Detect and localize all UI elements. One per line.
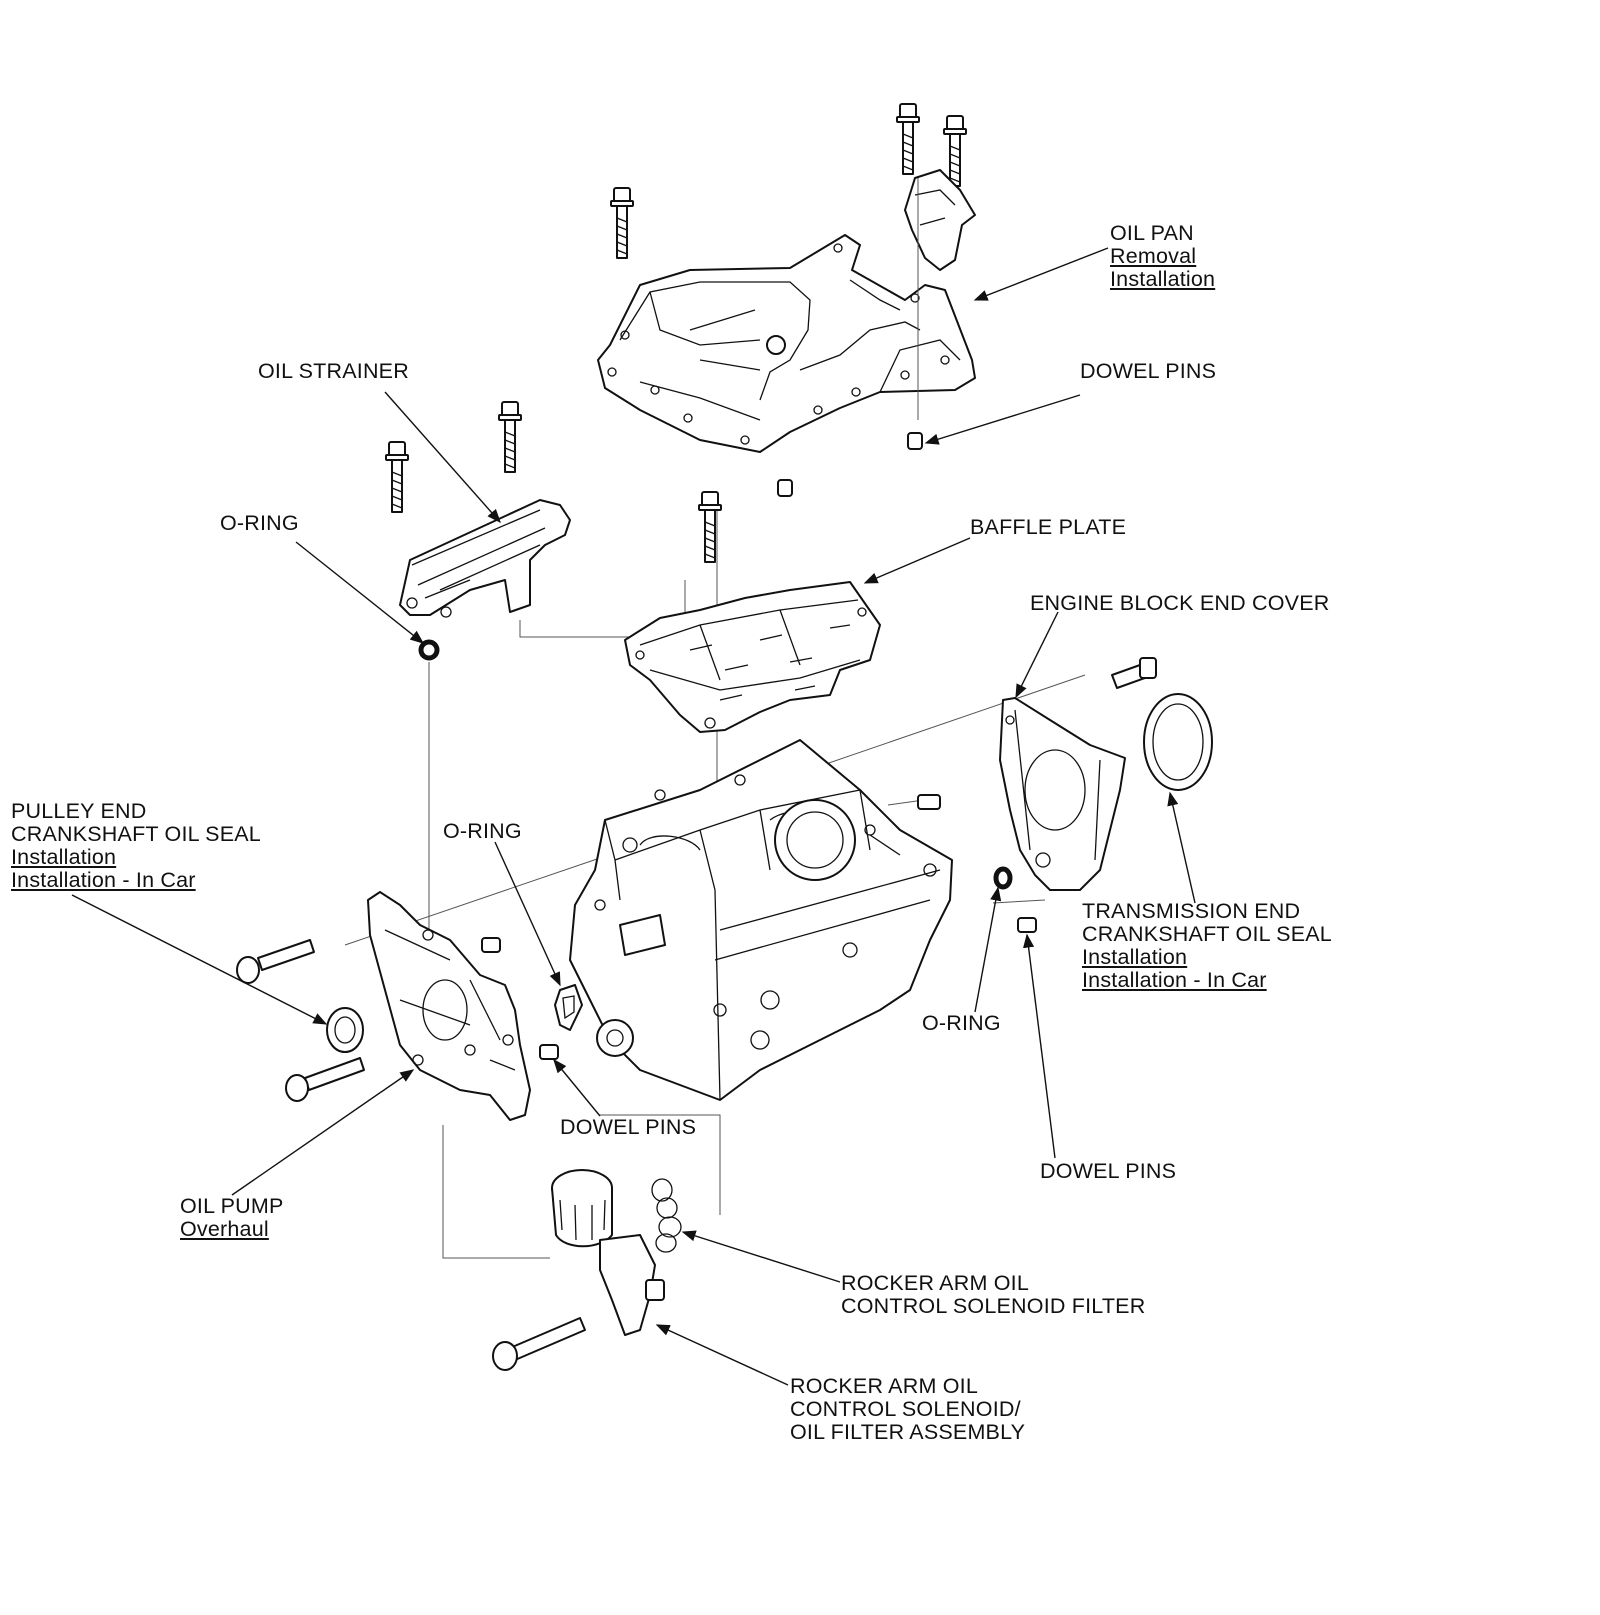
pulley-end-crankshaft-oil-seal	[326, 1007, 364, 1053]
transmission-end-seal-installation-in-car-link[interactable]: Installation - In Car	[1082, 968, 1267, 992]
pulley-end-seal-label: PULLEY END CRANKSHAFT OIL SEAL Installat…	[11, 799, 261, 892]
transmission-end-seal-installation-link[interactable]: Installation	[1082, 945, 1188, 969]
oil-pan-bracket	[904, 169, 976, 271]
engine-block-end-cover	[999, 697, 1126, 891]
o-ring	[418, 639, 440, 661]
transmission-end-crankshaft-oil-seal	[1143, 693, 1213, 791]
rocker-arm-oil-control-solenoid-filter	[651, 1178, 682, 1253]
oil-pan-installation-link[interactable]: Installation	[1110, 267, 1216, 291]
o-ring-center-label: O-RING	[443, 819, 522, 843]
rocker-arm-oil-control-solenoid-oil-filter-assembly	[492, 1169, 665, 1371]
solenoid-assembly-label: ROCKER ARM OIL CONTROL SOLENOID/ OIL FIL…	[790, 1374, 1026, 1444]
end-cover-bolt	[1111, 657, 1157, 689]
o-ring	[993, 866, 1013, 890]
baffle-plate-label: BAFFLE PLATE	[970, 515, 1127, 539]
oil-pan-bolt	[943, 115, 967, 187]
oil-strainer	[399, 499, 571, 618]
oil-pan-dowel-pin	[777, 432, 923, 497]
transmission-end-seal-label: TRANSMISSION END CRANKSHAFT OIL SEAL Ins…	[1082, 899, 1332, 992]
baffle-plate	[624, 581, 881, 733]
engine-block-end-cover-label: ENGINE BLOCK END COVER	[1030, 591, 1330, 615]
baffle-plate-bolt	[698, 491, 722, 563]
pulley-end-seal-installation-link[interactable]: Installation	[11, 845, 117, 869]
oil-pan-bolt	[610, 187, 634, 259]
oil-pump-dowel-pin	[481, 937, 559, 1060]
pulley-end-seal-installation-in-car-link[interactable]: Installation - In Car	[11, 868, 196, 892]
dowel-pins-center-label: DOWEL PINS	[560, 1115, 697, 1139]
engine-block-o-ring	[554, 984, 583, 1031]
dowel-pins-right-label: DOWEL PINS	[1040, 1159, 1177, 1183]
oil-strainer-label: OIL STRAINER	[258, 359, 409, 383]
solenoid-filter-label: ROCKER ARM OIL CONTROL SOLENOID FILTER	[841, 1271, 1146, 1318]
oil-pump-overhaul-link[interactable]: Overhaul	[180, 1217, 269, 1241]
oil-strainer-bolt	[385, 441, 409, 513]
engine-block	[569, 739, 953, 1101]
o-ring-right-label: O-RING	[922, 1011, 1001, 1035]
end-cover-dowel-pin	[917, 794, 1037, 933]
oil-strainer-bolt	[498, 401, 522, 473]
oil-pump-bolt	[236, 939, 365, 1102]
oil-pump	[367, 891, 531, 1121]
o-ring-left-label: O-RING	[220, 511, 299, 535]
oil-pan	[597, 234, 976, 453]
dowel-pins-top-label: DOWEL PINS	[1080, 359, 1217, 383]
oil-pan-removal-link[interactable]: Removal	[1110, 244, 1197, 268]
oil-pan-bolt	[896, 103, 920, 175]
oil-pan-label: OIL PAN Removal Installation	[1110, 221, 1216, 291]
oil-pump-label: OIL PUMP Overhaul	[180, 1194, 284, 1241]
